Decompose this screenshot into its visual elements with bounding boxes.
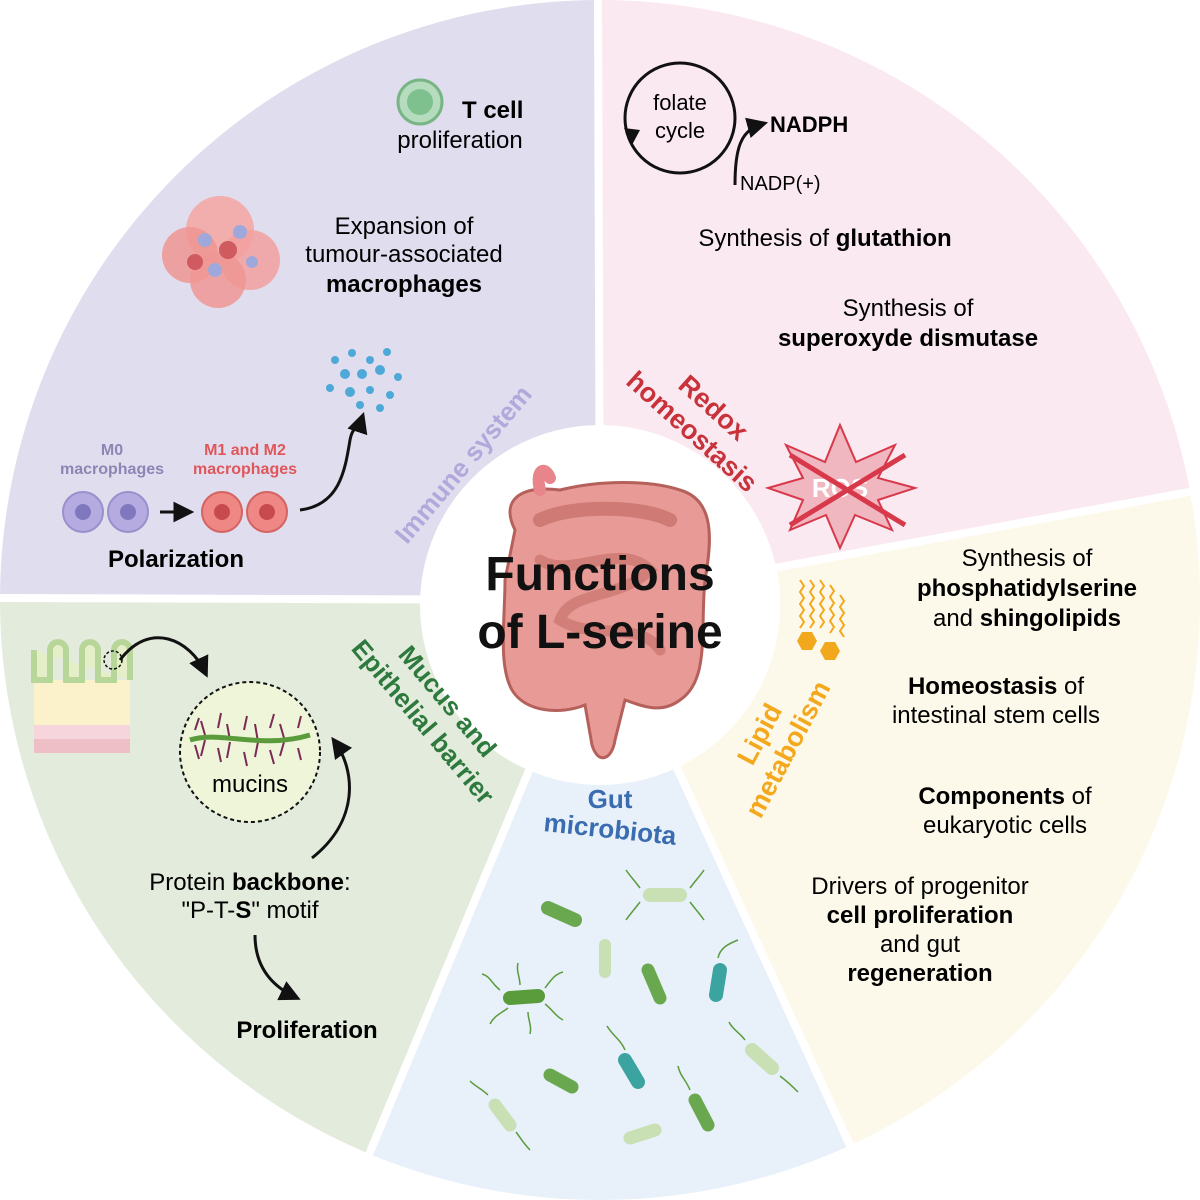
tam-line1: Expansion of: [335, 213, 474, 240]
epithelium-icon: [31, 639, 133, 753]
nadp-label: NADP(+): [740, 173, 821, 195]
polarization-arrow: [299, 412, 368, 512]
t-cell-proliferation: proliferation: [397, 127, 522, 154]
ros-crossed-icon: ROS: [764, 422, 919, 551]
sod-line1: Synthesis of: [843, 295, 974, 322]
center-title-line1: Functions: [485, 548, 714, 601]
drivers-line4: regeneration: [847, 960, 992, 987]
sod-line2: superoxyde dismutase: [778, 325, 1038, 352]
nadp-arrow: [733, 117, 769, 186]
m0-line2: macrophages: [60, 461, 164, 478]
drivers-line2: cell proliferation: [827, 902, 1014, 929]
cycle-label: cycle: [655, 118, 705, 143]
m1-m2-macrophage-icon: [201, 491, 288, 533]
gut-label-line1: Gut: [588, 784, 633, 814]
m12-line1: M1 and M2: [204, 442, 286, 459]
m0-macrophage-icon: [62, 491, 149, 533]
bacteria-flagella: [469, 869, 799, 1151]
t-cell-label: T cell: [462, 97, 523, 124]
glutathion-text: Synthesis of glutathion: [698, 225, 951, 252]
phospholipid-icon: [797, 579, 846, 660]
drivers-line3: and gut: [880, 931, 960, 958]
tam-line2: tumour-associated: [305, 241, 502, 268]
mucins-circle-icon: [179, 681, 321, 823]
bacteria-icons: [488, 888, 779, 1145]
folate-label: folate: [653, 90, 707, 115]
drivers-line1: Drivers of progenitor: [811, 873, 1028, 900]
ps-line2: phosphatidylserine: [917, 575, 1137, 602]
comp-line2: eukaryotic cells: [923, 812, 1087, 839]
m0-line1: M0: [101, 442, 123, 459]
backbone-to-proliferation-arrow: [253, 934, 301, 1001]
folate-cycle-icon: [623, 61, 737, 175]
ps-line1: Synthesis of: [962, 545, 1093, 572]
cytokine-dots-icon: [326, 348, 402, 412]
tam-line3: macrophages: [326, 271, 482, 298]
backbone-line2: "P-T-S" motif: [181, 897, 318, 924]
stem-line1: Homeostasis of: [908, 673, 1084, 700]
backbone-line1: Protein backbone:: [149, 869, 350, 896]
polarization-label: Polarization: [108, 546, 244, 573]
center-title-line2: of L-serine: [477, 606, 722, 659]
m12-line2: macrophages: [193, 461, 297, 478]
ps-line3: and shingolipids: [933, 605, 1121, 632]
proliferation-label: Proliferation: [236, 1017, 377, 1044]
intestine-illustration: [501, 464, 711, 759]
nadph-label: NADPH: [770, 112, 848, 137]
stem-line2: intestinal stem cells: [892, 702, 1100, 729]
tumour-macrophage-cluster-icon: [162, 196, 280, 308]
comp-line1: Components of: [918, 783, 1092, 810]
backbone-to-mucins-arrow: [311, 736, 353, 860]
gut-sector: [350, 600, 875, 1200]
zoom-arrow: [118, 636, 209, 678]
mucins-label: mucins: [212, 771, 288, 798]
mucin-strands: [194, 712, 302, 767]
